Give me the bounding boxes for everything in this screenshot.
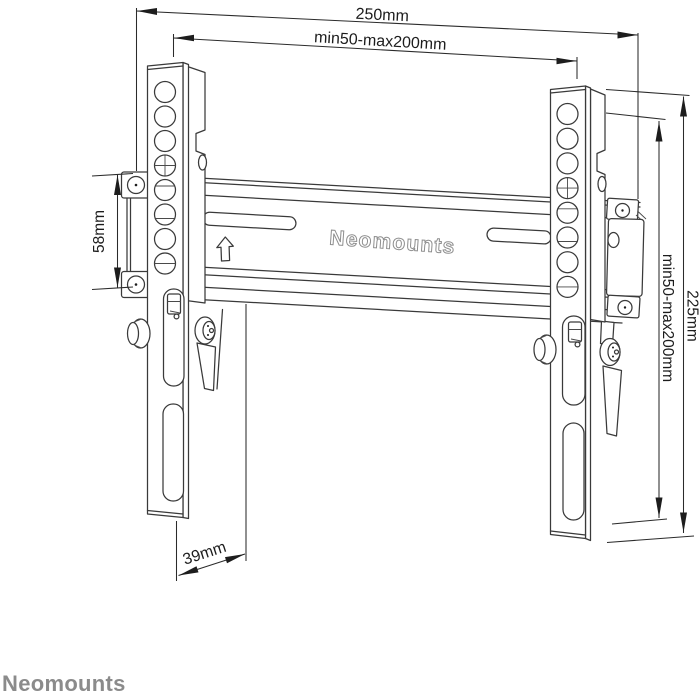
left-bracket-arm <box>126 61 224 520</box>
dimension-arrowhead <box>174 34 194 42</box>
extension-line <box>611 518 668 525</box>
dimension-arrowhead <box>680 512 687 533</box>
dimension-line <box>173 37 578 62</box>
dim-label-bottom-depth: 39mm <box>181 539 229 569</box>
dimension-arrowhead <box>680 96 687 117</box>
dim-label-left-hole-spacing: 58mm <box>91 210 108 253</box>
dimension-arrowhead <box>225 554 245 564</box>
dim-label-right-height: 225mm <box>684 290 700 342</box>
hole-cross-line <box>557 177 578 199</box>
slot-bolt-left <box>166 293 182 320</box>
dimension-top-width: 250mm <box>135 6 639 199</box>
dim-label-top-width: 250mm <box>355 6 409 25</box>
left-mounting-tabs <box>120 171 152 299</box>
dimension-arrowhead <box>137 8 157 15</box>
dimension-left-hole-spacing: 58mm <box>91 172 134 291</box>
plate-lower-fold-bottom <box>149 271 623 299</box>
dimension-arrowhead <box>114 267 121 288</box>
hole-cross-line <box>154 155 176 176</box>
arm-fold-edge <box>584 85 592 542</box>
plate-slot-left <box>202 211 297 231</box>
dimension-arrowhead <box>178 566 199 576</box>
right-bracket-arm <box>533 85 623 542</box>
arm-bottom-fold-line <box>146 509 184 515</box>
arm-bottom-fold-line <box>549 530 587 536</box>
pivot-knob-left <box>194 316 216 345</box>
arm-lower-slot <box>162 403 185 502</box>
dimension-top-vesa-width: min50-max200mm <box>172 29 578 79</box>
plate-bottom-edge <box>149 283 623 312</box>
plate-embossed-brand: Neomounts <box>329 226 457 258</box>
dimension-arrowhead <box>114 175 121 195</box>
extension-line <box>91 172 134 177</box>
dimension-arrowhead <box>655 497 663 518</box>
extension-line <box>91 286 134 291</box>
arm-top-fold-line <box>549 88 587 94</box>
dimension-line <box>136 10 639 36</box>
bracket-cutout <box>607 231 620 249</box>
dimension-right-vesa-height: min50-max200mm <box>605 112 676 525</box>
arm-side-plate <box>589 88 606 323</box>
dimension-right-height: 225mm <box>605 88 700 544</box>
dim-label-right-vesa-height: min50-max200mm <box>659 254 676 382</box>
plate-lower-fold-top <box>149 263 623 292</box>
wing-knob-right <box>533 334 557 365</box>
vesa-holes-left <box>153 80 177 275</box>
tilt-strap <box>196 342 217 392</box>
vesa-holes-right <box>556 102 579 299</box>
extension-line <box>606 535 695 544</box>
extension-line <box>605 88 690 97</box>
right-wall-bracket <box>599 197 647 346</box>
up-arrow-icon <box>216 236 234 262</box>
tilt-strap-back-edge <box>216 308 224 390</box>
dimension-arrowhead <box>617 31 638 39</box>
extension-line <box>605 112 666 121</box>
tilt-strap <box>602 365 623 437</box>
pivot-knob-right <box>599 337 621 367</box>
brand-logo: Neomounts <box>2 671 126 696</box>
side-plate-oval-cutout <box>197 154 208 171</box>
bracket-body <box>605 218 645 298</box>
slot-bolt-right <box>567 321 583 348</box>
arm-side-plate <box>185 65 206 304</box>
dimension-arrowhead <box>655 121 663 142</box>
arm-lower-slot <box>562 422 585 521</box>
arm-top-fold-line <box>146 65 184 71</box>
plate-slot-right <box>486 227 552 245</box>
wing-knob-left <box>126 318 151 349</box>
dimension-arrowhead <box>556 57 577 65</box>
side-plate-oval-cutout <box>597 175 607 193</box>
